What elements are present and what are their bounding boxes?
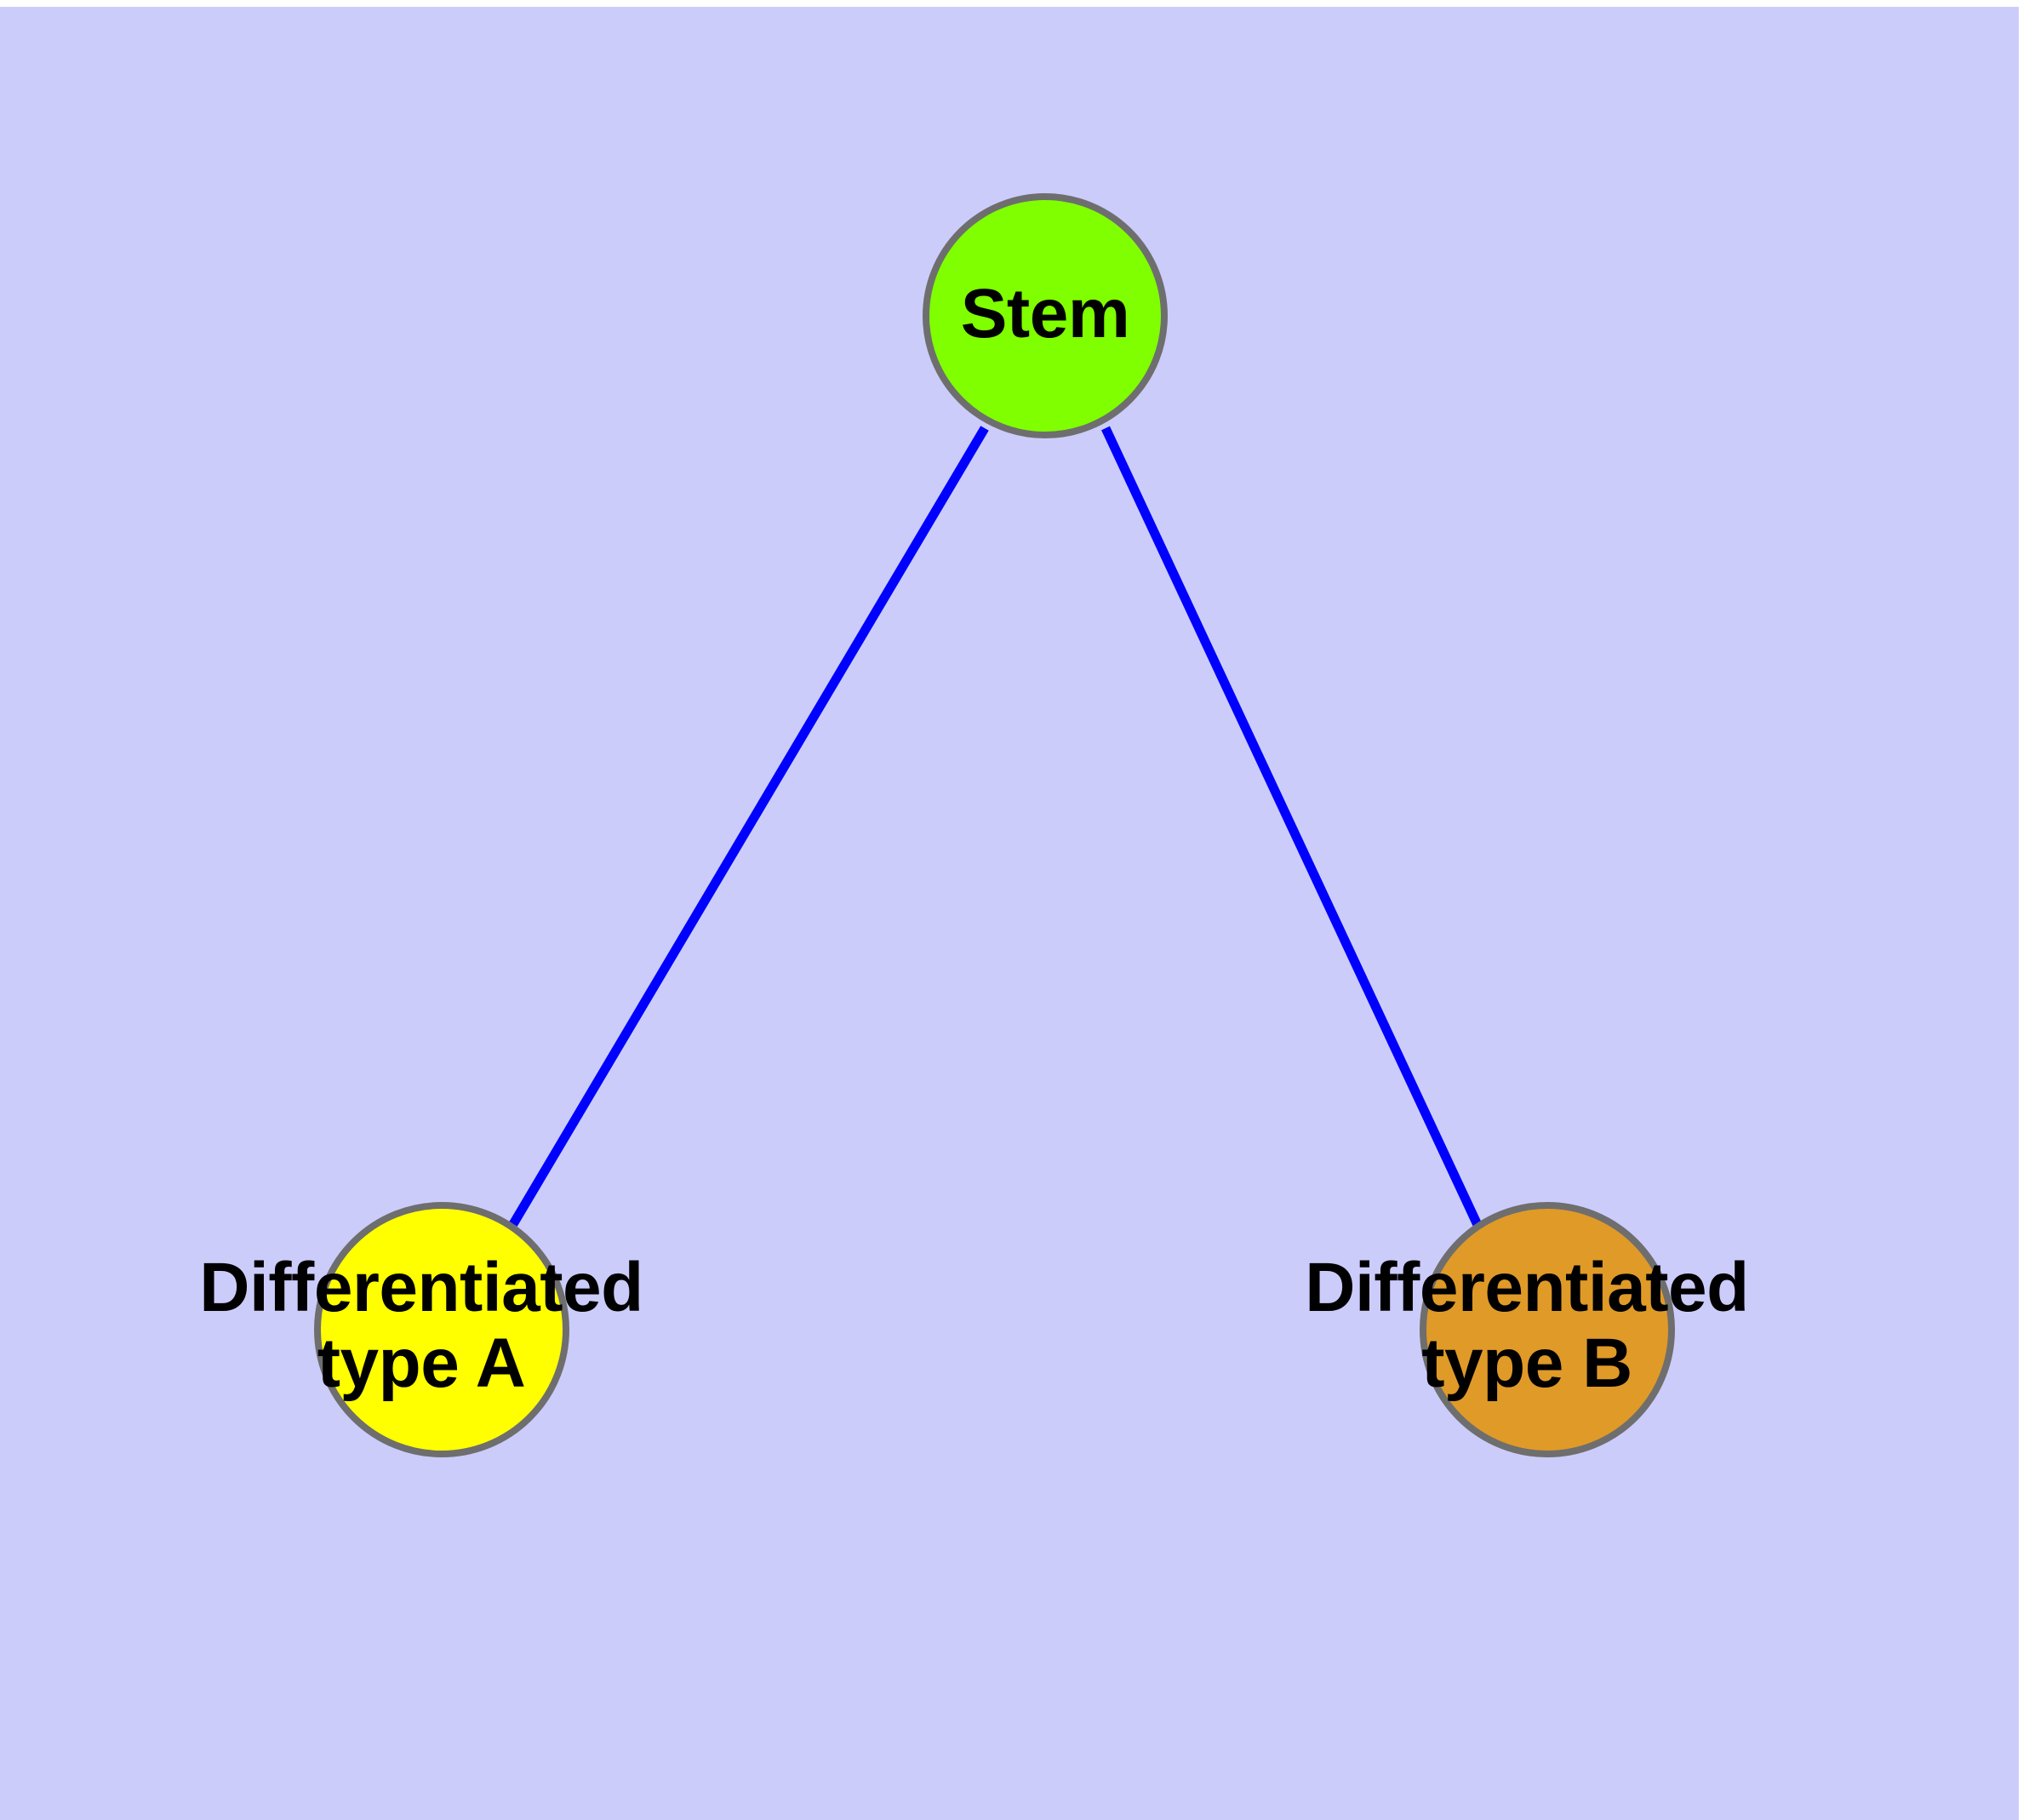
node-stem[interactable] [923, 193, 1168, 438]
edge-stem-to-diff-a [509, 426, 989, 1227]
graph-plot-area: Stem Differentiated type A Differentiate… [0, 7, 2019, 1820]
edge-stem-to-diff-b [1101, 426, 1483, 1229]
edge-layer [509, 426, 1483, 1229]
node-differentiated-type-a[interactable] [314, 1202, 569, 1457]
node-differentiated-type-b[interactable] [1420, 1202, 1675, 1457]
